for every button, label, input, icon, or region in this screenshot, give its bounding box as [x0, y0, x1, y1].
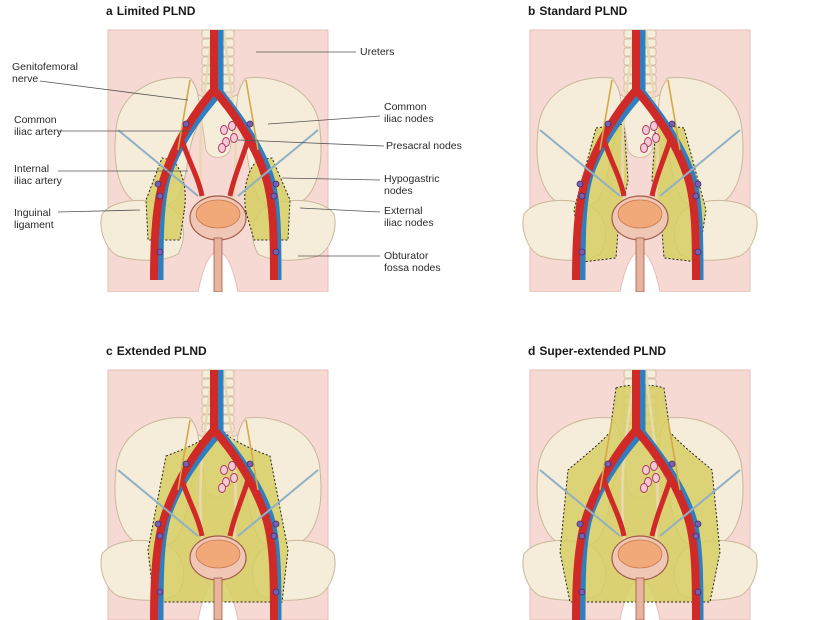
- label-common-iliac-artery-line2: iliac artery: [14, 126, 62, 138]
- label-internal-iliac-artery: Internal iliac artery: [14, 163, 62, 187]
- leader-hypogastric-nodes: [282, 178, 380, 180]
- leader-presacral-nodes: [238, 140, 384, 146]
- label-genitofemoral-nerve: Genitofemoral nerve: [12, 61, 78, 85]
- label-external-iliac-nodes: External iliac nodes: [384, 205, 434, 229]
- label-obturator-fossa-nodes-line1: Obturator: [384, 250, 441, 262]
- label-obturator-fossa-nodes-line2: fossa nodes: [384, 262, 441, 274]
- label-internal-iliac-artery-line1: Internal: [14, 163, 62, 175]
- label-genitofemoral-line2: nerve: [12, 73, 78, 85]
- label-presacral-nodes: Presacral nodes: [386, 140, 462, 152]
- label-internal-iliac-artery-line2: iliac artery: [14, 175, 62, 187]
- label-common-iliac-nodes: Common iliac nodes: [384, 101, 434, 125]
- label-hypogastric-nodes-line2: nodes: [384, 185, 439, 197]
- label-common-iliac-nodes-line2: iliac nodes: [384, 113, 434, 125]
- label-external-iliac-nodes-line2: iliac nodes: [384, 217, 434, 229]
- label-genitofemoral-line1: Genitofemoral: [12, 61, 78, 73]
- label-common-iliac-nodes-line1: Common: [384, 101, 434, 113]
- leader-common-iliac-nodes: [268, 116, 380, 124]
- label-presacral-nodes-line1: Presacral nodes: [386, 140, 462, 152]
- label-inguinal-ligament-line2: ligament: [14, 219, 54, 231]
- label-obturator-fossa-nodes: Obturator fossa nodes: [384, 250, 441, 274]
- label-inguinal-ligament: Inguinal ligament: [14, 207, 54, 231]
- label-hypogastric-nodes: Hypogastric nodes: [384, 173, 439, 197]
- label-inguinal-ligament-line1: Inguinal: [14, 207, 54, 219]
- label-hypogastric-nodes-line1: Hypogastric: [384, 173, 439, 185]
- leader-inguinal-ligament: [58, 210, 140, 212]
- label-common-iliac-artery: Common iliac artery: [14, 114, 62, 138]
- label-ureters: Ureters: [360, 46, 394, 58]
- label-common-iliac-artery-line1: Common: [14, 114, 62, 126]
- leader-external-iliac-nodes: [300, 208, 380, 212]
- label-external-iliac-nodes-line1: External: [384, 205, 434, 217]
- label-ureters-line1: Ureters: [360, 46, 394, 58]
